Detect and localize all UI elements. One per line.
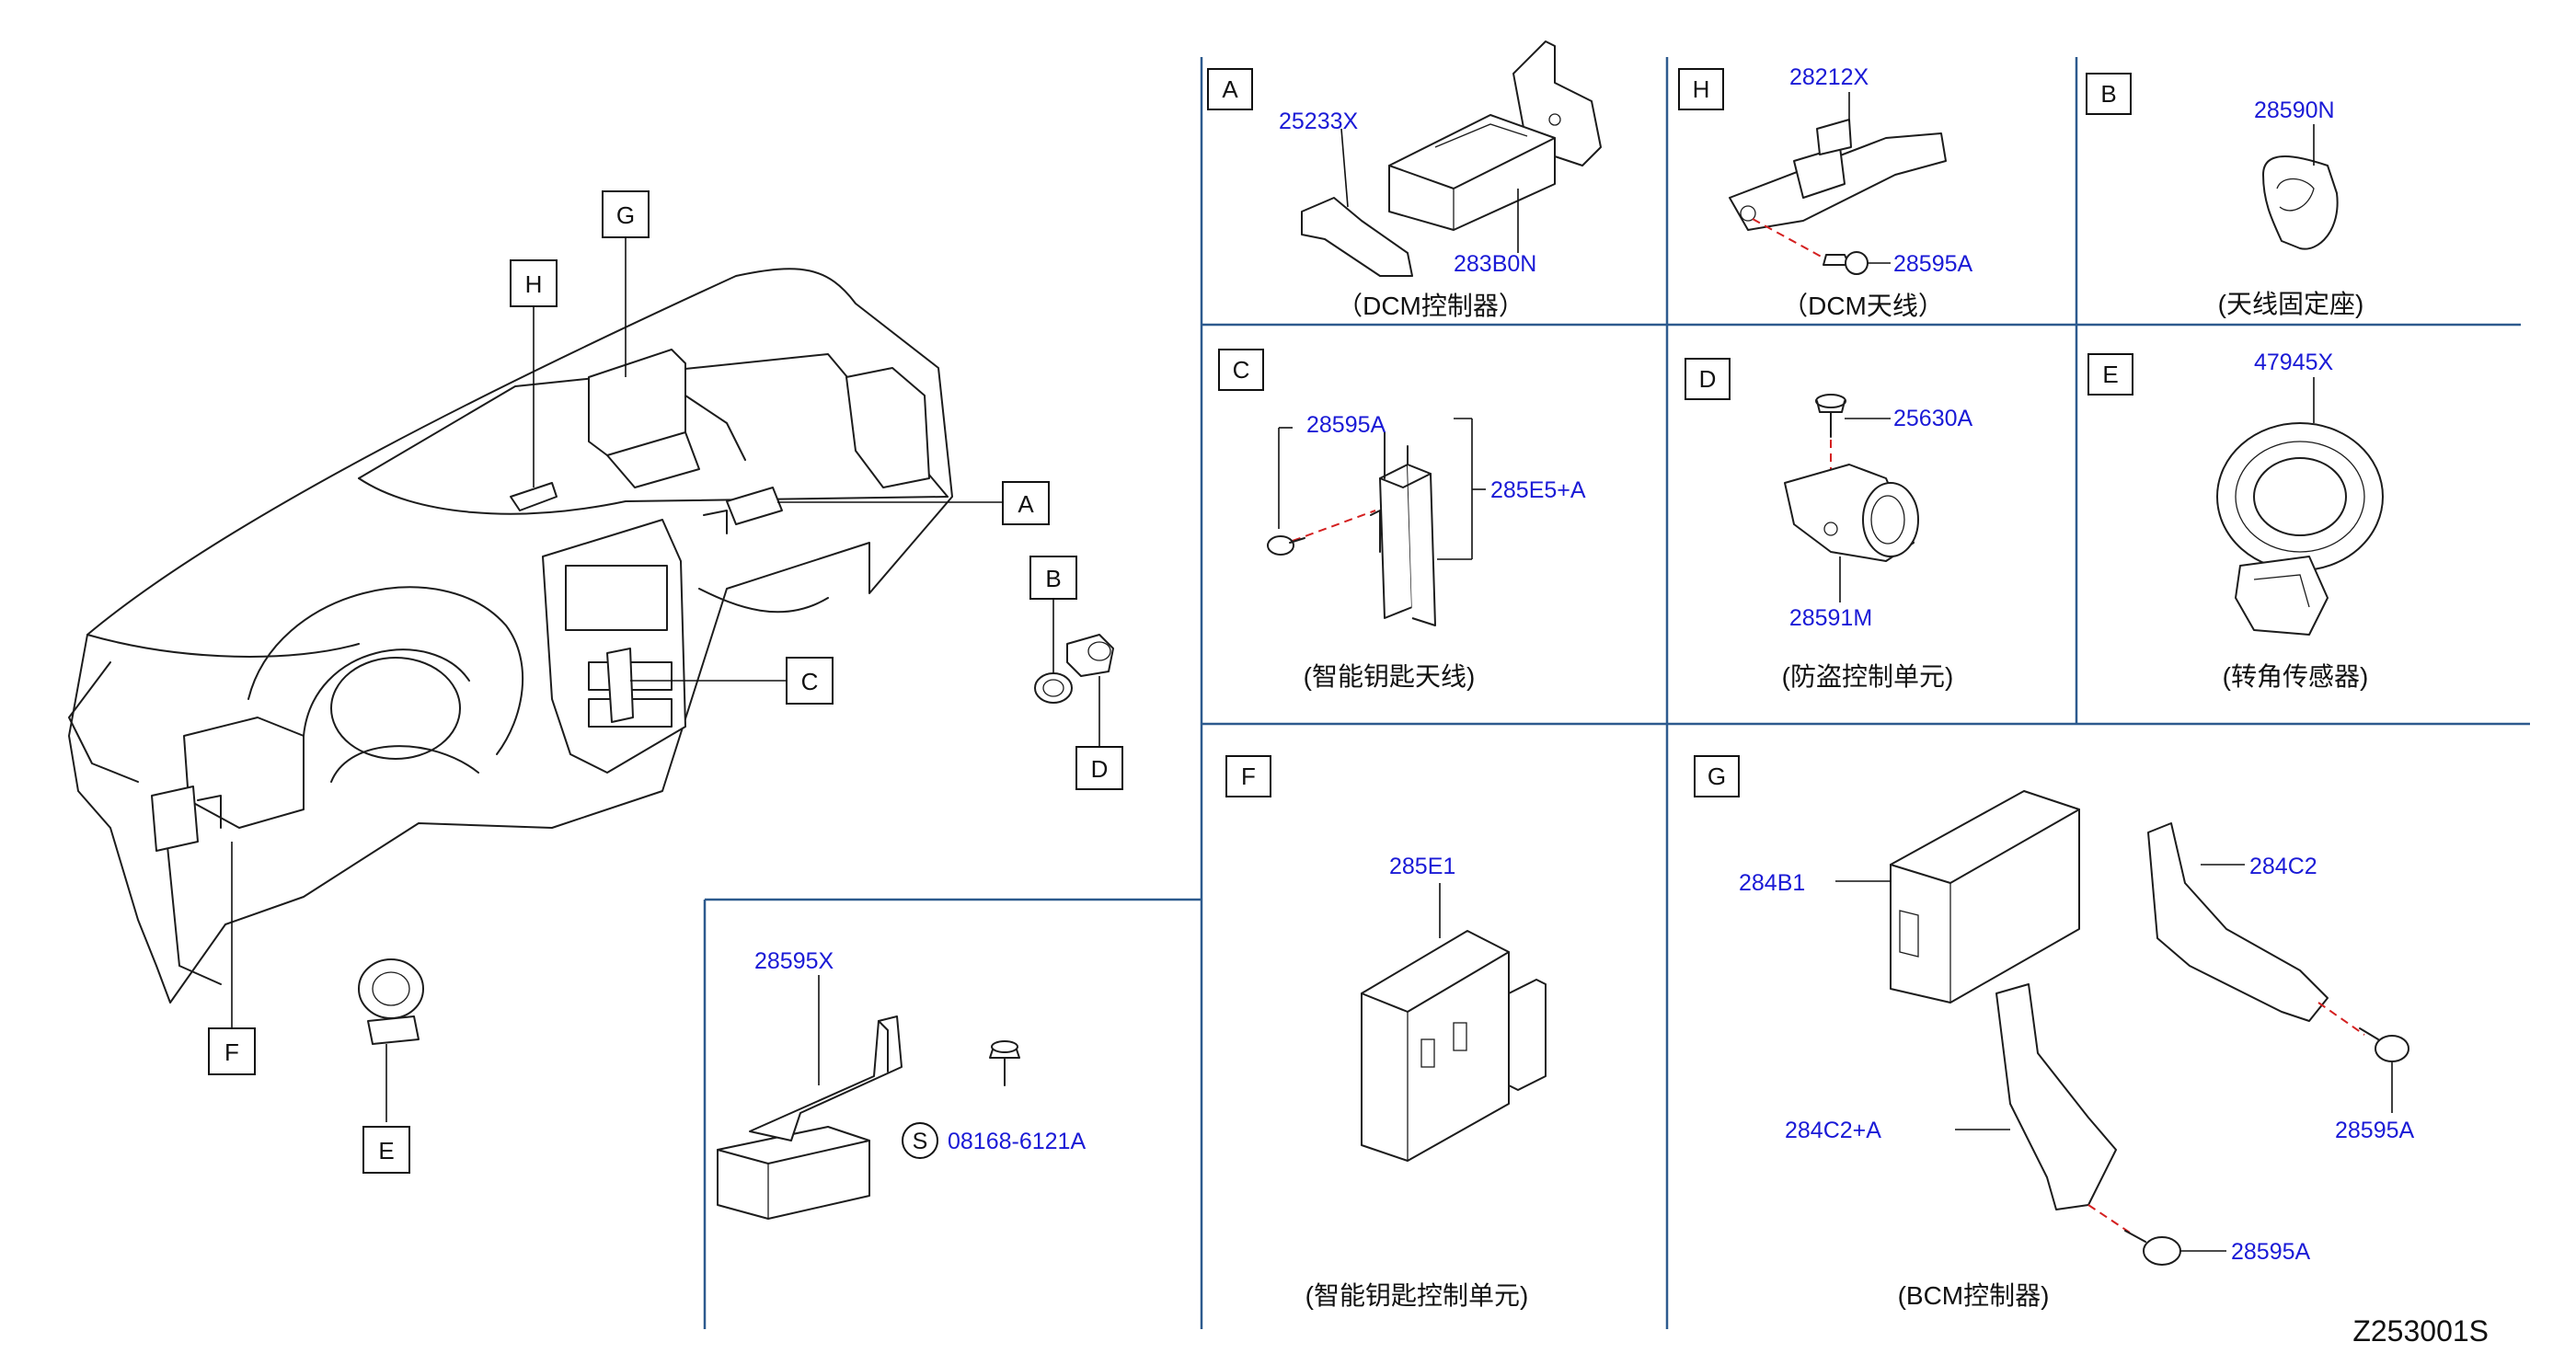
- part-label: 285E1: [1389, 854, 1455, 879]
- callout-d: D: [1091, 755, 1109, 783]
- part-label: 28595A: [1306, 412, 1386, 438]
- part-label: 28590N: [2254, 98, 2335, 123]
- part-label: 283B0N: [1454, 251, 1536, 277]
- callout-f: F: [224, 1038, 239, 1066]
- panel-c: C 28595A 285E5+A (智能钥匙天线): [1218, 349, 1586, 691]
- diagram-code: Z253001S: [2352, 1314, 2489, 1348]
- callout-e: E: [378, 1137, 394, 1164]
- part-label: 284C2: [2249, 854, 2317, 879]
- overview-part-e: [358, 958, 424, 1045]
- part-label: 25630A: [1893, 406, 1973, 431]
- panel-d-caption: (防盗控制单元): [1782, 662, 1954, 691]
- callout-c: C: [801, 668, 819, 695]
- callout-g: G: [616, 201, 635, 229]
- part-label: 28595A: [1893, 251, 1973, 277]
- s-symbol: S: [913, 1129, 928, 1154]
- part-label: 28595X: [754, 948, 834, 974]
- dashboard-overview: [68, 268, 953, 1004]
- part-label: 47945X: [2254, 350, 2334, 375]
- panel-b-letter: B: [2100, 80, 2116, 108]
- part-label: 28595A: [2335, 1118, 2415, 1143]
- panel-h: H 28212X 28595A （DCM天线）: [1678, 64, 1973, 320]
- part-label: 284B1: [1739, 870, 1805, 896]
- panel-g: G 284B1 284C2 28595A 284C2+A 28595A (BCM…: [1694, 755, 2415, 1310]
- panel-g-caption: (BCM控制器): [1898, 1281, 2050, 1310]
- panel-grid: [703, 57, 2530, 1329]
- panel-h-caption: （DCM天线）: [1782, 292, 1944, 320]
- part-label: 285E5+A: [1490, 477, 1586, 503]
- panel-b-caption: (天线固定座): [2218, 290, 2364, 318]
- panel-b: B 28590N (天线固定座): [2086, 73, 2364, 318]
- part-label: 284C2+A: [1785, 1118, 1881, 1143]
- panel-a-caption: （DCM控制器）: [1337, 292, 1524, 320]
- overview-callouts: G H A B C D F E: [208, 190, 1123, 1174]
- callout-h: H: [525, 270, 543, 298]
- panel-e-letter: E: [2102, 361, 2118, 388]
- part-label: 28591M: [1789, 605, 1872, 631]
- overview-leaders: [231, 237, 1100, 1122]
- part-label: 28595A: [2231, 1239, 2311, 1265]
- panel-h-letter: H: [1693, 75, 1710, 103]
- panel-e-caption: (转角传感器): [2223, 662, 2369, 691]
- panel-a-letter: A: [1222, 75, 1238, 103]
- part-label: 25233X: [1279, 109, 1359, 134]
- panel-c-caption: (智能钥匙天线): [1304, 662, 1476, 691]
- panel-a: A 25233X 283B0N （DCM控制器）: [1207, 40, 1602, 320]
- callout-a: A: [1018, 490, 1034, 518]
- part-label: 08168-6121A: [948, 1129, 1086, 1154]
- panel-e: E 47945X (转角传感器): [2087, 350, 2384, 691]
- s-symbol-circle: [902, 1122, 938, 1159]
- panel-d: D 25630A 28591M (防盗控制单元): [1685, 358, 1973, 691]
- overview-parts-bd: [1034, 634, 1114, 704]
- callout-b: B: [1045, 565, 1061, 592]
- panel-f: F 285E1 (智能钥匙控制单元): [1225, 755, 1547, 1310]
- panel-g-letter: G: [1708, 763, 1726, 790]
- panel-f-letter: F: [1241, 763, 1256, 790]
- panel-c-letter: C: [1233, 356, 1250, 384]
- part-label: 28212X: [1789, 64, 1869, 90]
- panel-d-letter: D: [1699, 365, 1717, 393]
- panel-f-caption: (智能钥匙控制单元): [1305, 1281, 1529, 1310]
- panel-bracket-s: 28595X S 08168-6121A: [717, 948, 1086, 1220]
